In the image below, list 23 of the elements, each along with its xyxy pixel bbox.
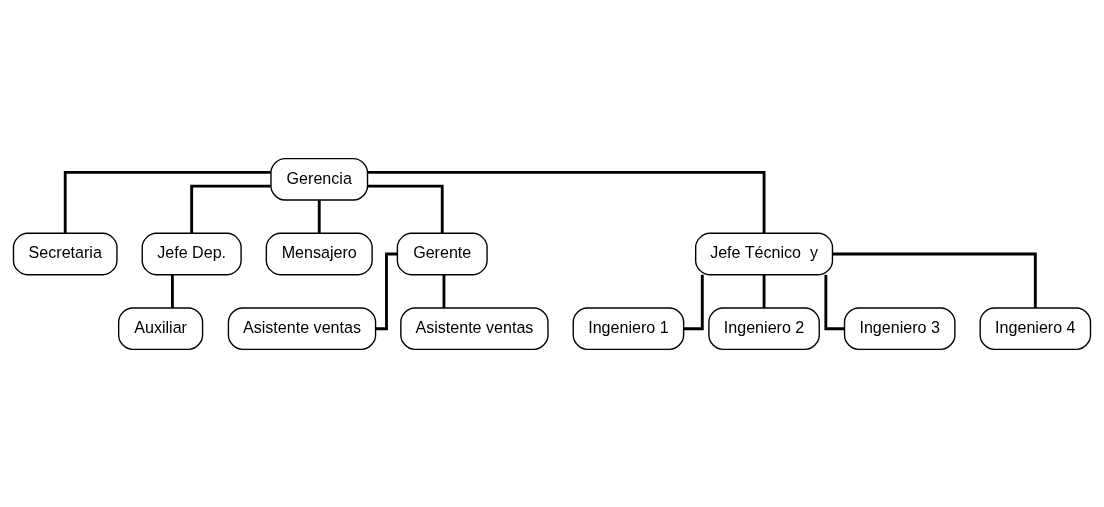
node-box: Ingeniero 2 xyxy=(708,306,820,350)
connector xyxy=(317,199,321,233)
node-box: Ingeniero 4 xyxy=(979,306,1092,350)
node-box: Jefe Dep. xyxy=(141,232,242,275)
node-box: Ingeniero 1 xyxy=(572,306,685,350)
node-box: Mensajero xyxy=(265,232,373,275)
connector xyxy=(190,184,271,233)
node-box: Gerencia xyxy=(270,157,369,201)
connector xyxy=(170,274,174,308)
node-box: Jefe Técnico y xyxy=(695,232,834,275)
node-box: Gerente xyxy=(396,232,488,275)
connector xyxy=(442,274,446,308)
node-box: Asistente ventas xyxy=(227,306,377,350)
connector xyxy=(367,184,444,233)
node-box: Asistente ventas xyxy=(400,306,549,350)
connector xyxy=(375,252,398,330)
connector xyxy=(832,252,1037,308)
node-box: Auxiliar xyxy=(118,306,204,350)
connector xyxy=(367,170,766,233)
connector xyxy=(762,274,766,308)
connector xyxy=(63,170,271,233)
node-box: Secretaria xyxy=(12,232,118,275)
node-box: Ingeniero 3 xyxy=(843,306,956,350)
